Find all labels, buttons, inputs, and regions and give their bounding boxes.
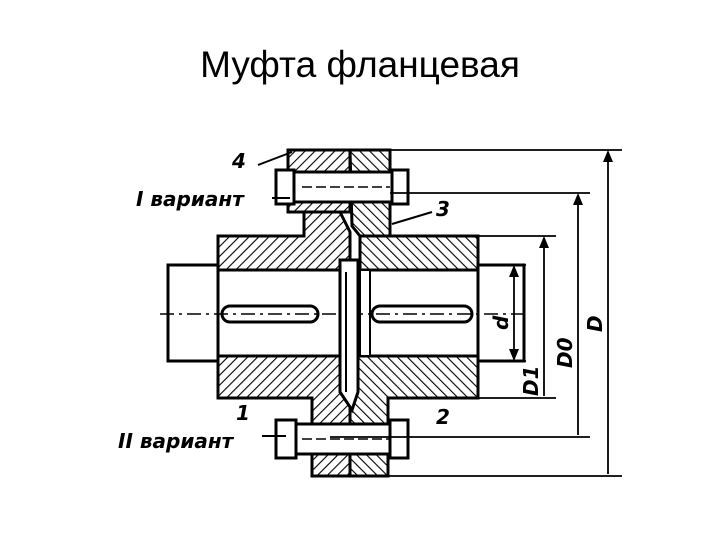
centering-spigot <box>338 258 360 414</box>
slide-title: Муфта фланцевая <box>200 44 520 85</box>
dimension-arrows <box>509 150 613 361</box>
right-shaft <box>476 263 526 363</box>
left-shaft <box>166 263 220 363</box>
part-label-2: 2 <box>436 405 450 429</box>
part-label-4: 4 <box>231 149 246 173</box>
dimension-lines <box>330 149 622 477</box>
dim-label-d-outer: D <box>583 315 607 332</box>
leader-lines <box>257 151 433 437</box>
dim-label-d0: D0 <box>553 337 577 368</box>
dim-label-d1: D1 <box>519 365 543 396</box>
top-bolt <box>274 168 410 206</box>
bottom-bolt <box>274 418 410 460</box>
part-label-3: 3 <box>436 197 450 221</box>
part-label-1: 1 <box>236 401 250 425</box>
variant-1-label: I вариант <box>136 187 245 211</box>
variant-2-label: II вариант <box>118 429 235 453</box>
dim-label-d: d <box>489 315 513 330</box>
